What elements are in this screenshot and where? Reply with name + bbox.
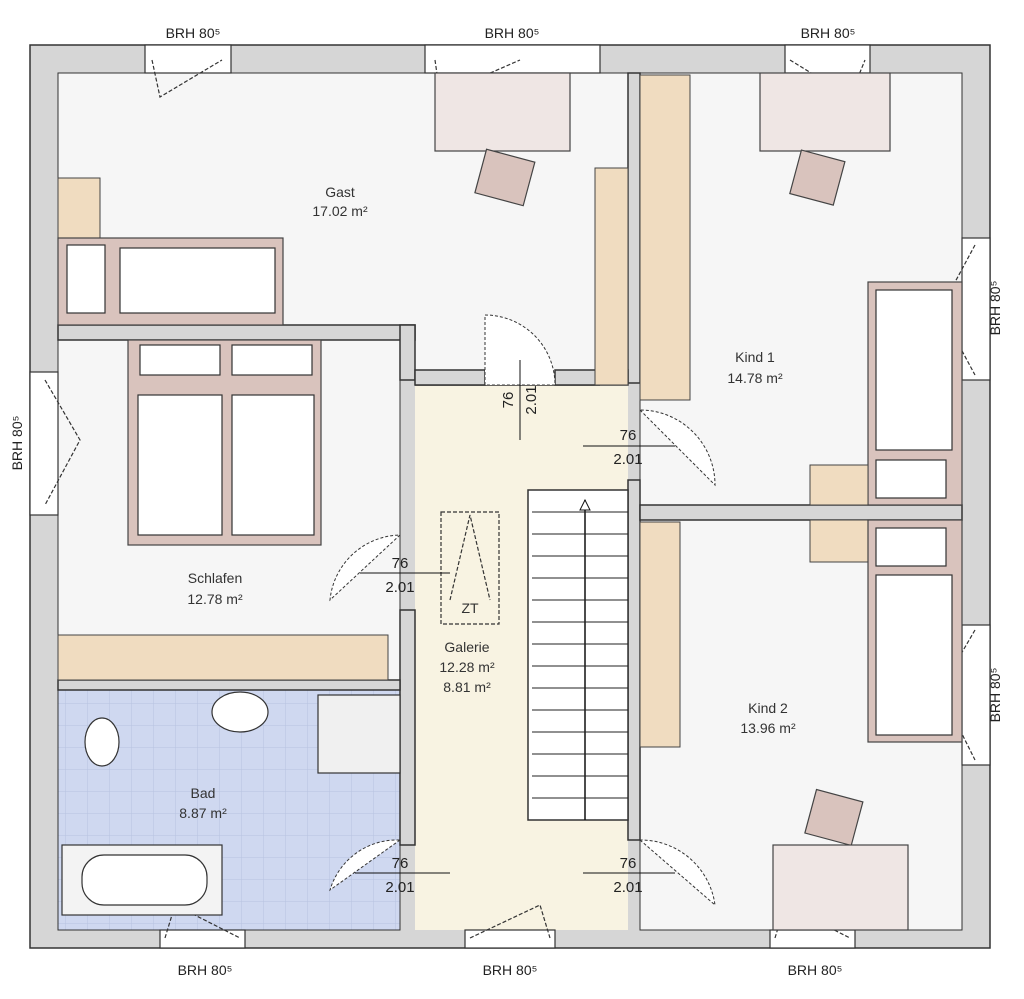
staircase	[527, 489, 629, 821]
room-name-bad: Bad	[191, 785, 216, 801]
room-name-kind2: Kind 2	[748, 700, 788, 716]
wardrobe-schlafen	[57, 634, 389, 681]
window-label: BRH 80⁵	[987, 668, 1003, 723]
desk-kind2	[772, 844, 909, 931]
door-height: 2.01	[613, 451, 642, 468]
room-name-kind1: Kind 1	[735, 349, 775, 365]
interior-wall	[57, 679, 401, 691]
interior-wall	[627, 479, 641, 841]
interior-wall	[414, 369, 486, 386]
door-dimension-kind2: 76 2.01	[583, 855, 675, 896]
door-kind1[interactable]	[638, 409, 716, 487]
window-top-kind1	[784, 44, 871, 98]
room-name-galerie: Galerie	[444, 639, 489, 655]
attic-hatch: ZT	[440, 511, 500, 625]
wardrobe-gast	[594, 167, 629, 386]
desk-kind1	[759, 72, 891, 152]
room-area-galerie: 12.28 m²	[439, 659, 495, 675]
door-dimension-kind1: 76 2.01	[583, 427, 675, 468]
interior-wall	[399, 609, 416, 846]
window-label: BRH 80⁵	[483, 962, 538, 978]
room-area-gast: 17.02 m²	[312, 203, 368, 219]
wardrobe-kind2	[639, 521, 681, 748]
sink	[211, 691, 269, 733]
bed-sheet	[875, 289, 953, 451]
door-width: 76	[500, 392, 517, 409]
window-right-kind2	[939, 624, 991, 766]
window-bottom-bad	[159, 904, 246, 949]
chair-kind2	[804, 788, 864, 847]
bed-sheet	[119, 247, 276, 314]
chair-gast	[474, 148, 536, 207]
door-width: 76	[392, 855, 409, 872]
interior-wall	[399, 324, 416, 381]
pillow	[875, 527, 947, 567]
room-area-bad: 8.87 m²	[179, 805, 227, 821]
bed-sheet	[137, 394, 223, 536]
window-label: BRH 80⁵	[485, 25, 540, 41]
window-label: BRH 80⁵	[178, 962, 233, 978]
window-top-gast-left	[144, 44, 232, 98]
interior-wall	[627, 72, 641, 384]
window-top-gast-right	[424, 44, 601, 96]
nightstand	[809, 464, 869, 506]
door-height: 2.01	[385, 879, 414, 896]
room-name-schlafen: Schlafen	[188, 570, 242, 586]
door-schlafen[interactable]	[329, 534, 402, 602]
door-dimension-schlafen: 76 2.01	[360, 555, 450, 596]
chair-kind1	[789, 149, 846, 206]
desk-gast	[434, 72, 571, 152]
door-kind2[interactable]	[638, 839, 716, 907]
window-label: BRH 80⁵	[987, 281, 1003, 336]
bed-sheet	[231, 394, 315, 536]
door-dimension-bad: 76 2.01	[355, 855, 450, 896]
room-area2-galerie: 8.81 m²	[443, 679, 491, 695]
room-area-kind2: 13.96 m²	[740, 720, 796, 736]
door-gast[interactable]	[484, 314, 556, 386]
interior-wall	[639, 504, 963, 521]
door-height: 2.01	[523, 385, 540, 414]
nightstand	[809, 519, 869, 563]
pillow	[231, 344, 313, 376]
room-area-kind1: 14.78 m²	[727, 370, 783, 386]
attic-hatch-label: ZT	[461, 600, 479, 616]
window-label: BRH 80⁵	[788, 962, 843, 978]
room-name-gast: Gast	[325, 184, 355, 200]
bed-sheet	[875, 574, 953, 736]
door-width: 76	[392, 555, 409, 572]
door-dimension-gast: 76 2.01	[500, 360, 540, 440]
door-bad[interactable]	[329, 839, 402, 892]
door-width: 76	[620, 427, 637, 444]
toilet	[84, 717, 120, 767]
door-height: 2.01	[613, 879, 642, 896]
room-area-schlafen: 12.78 m²	[187, 591, 243, 607]
door-width: 76	[620, 855, 637, 872]
pillow	[875, 459, 947, 499]
interior-wall	[57, 324, 416, 341]
cabinet	[57, 177, 101, 239]
door-height: 2.01	[385, 579, 414, 596]
window-label: BRH 80⁵	[166, 25, 221, 41]
window-label: BRH 80⁵	[801, 25, 856, 41]
window-bottom-galerie	[464, 904, 556, 949]
window-label: BRH 80⁵	[9, 416, 25, 471]
window-left-schlafen	[29, 371, 81, 516]
pillow	[66, 244, 106, 314]
wardrobe-kind1	[639, 74, 691, 401]
shower	[317, 694, 401, 774]
pillow	[139, 344, 221, 376]
bathtub-basin	[81, 854, 208, 906]
